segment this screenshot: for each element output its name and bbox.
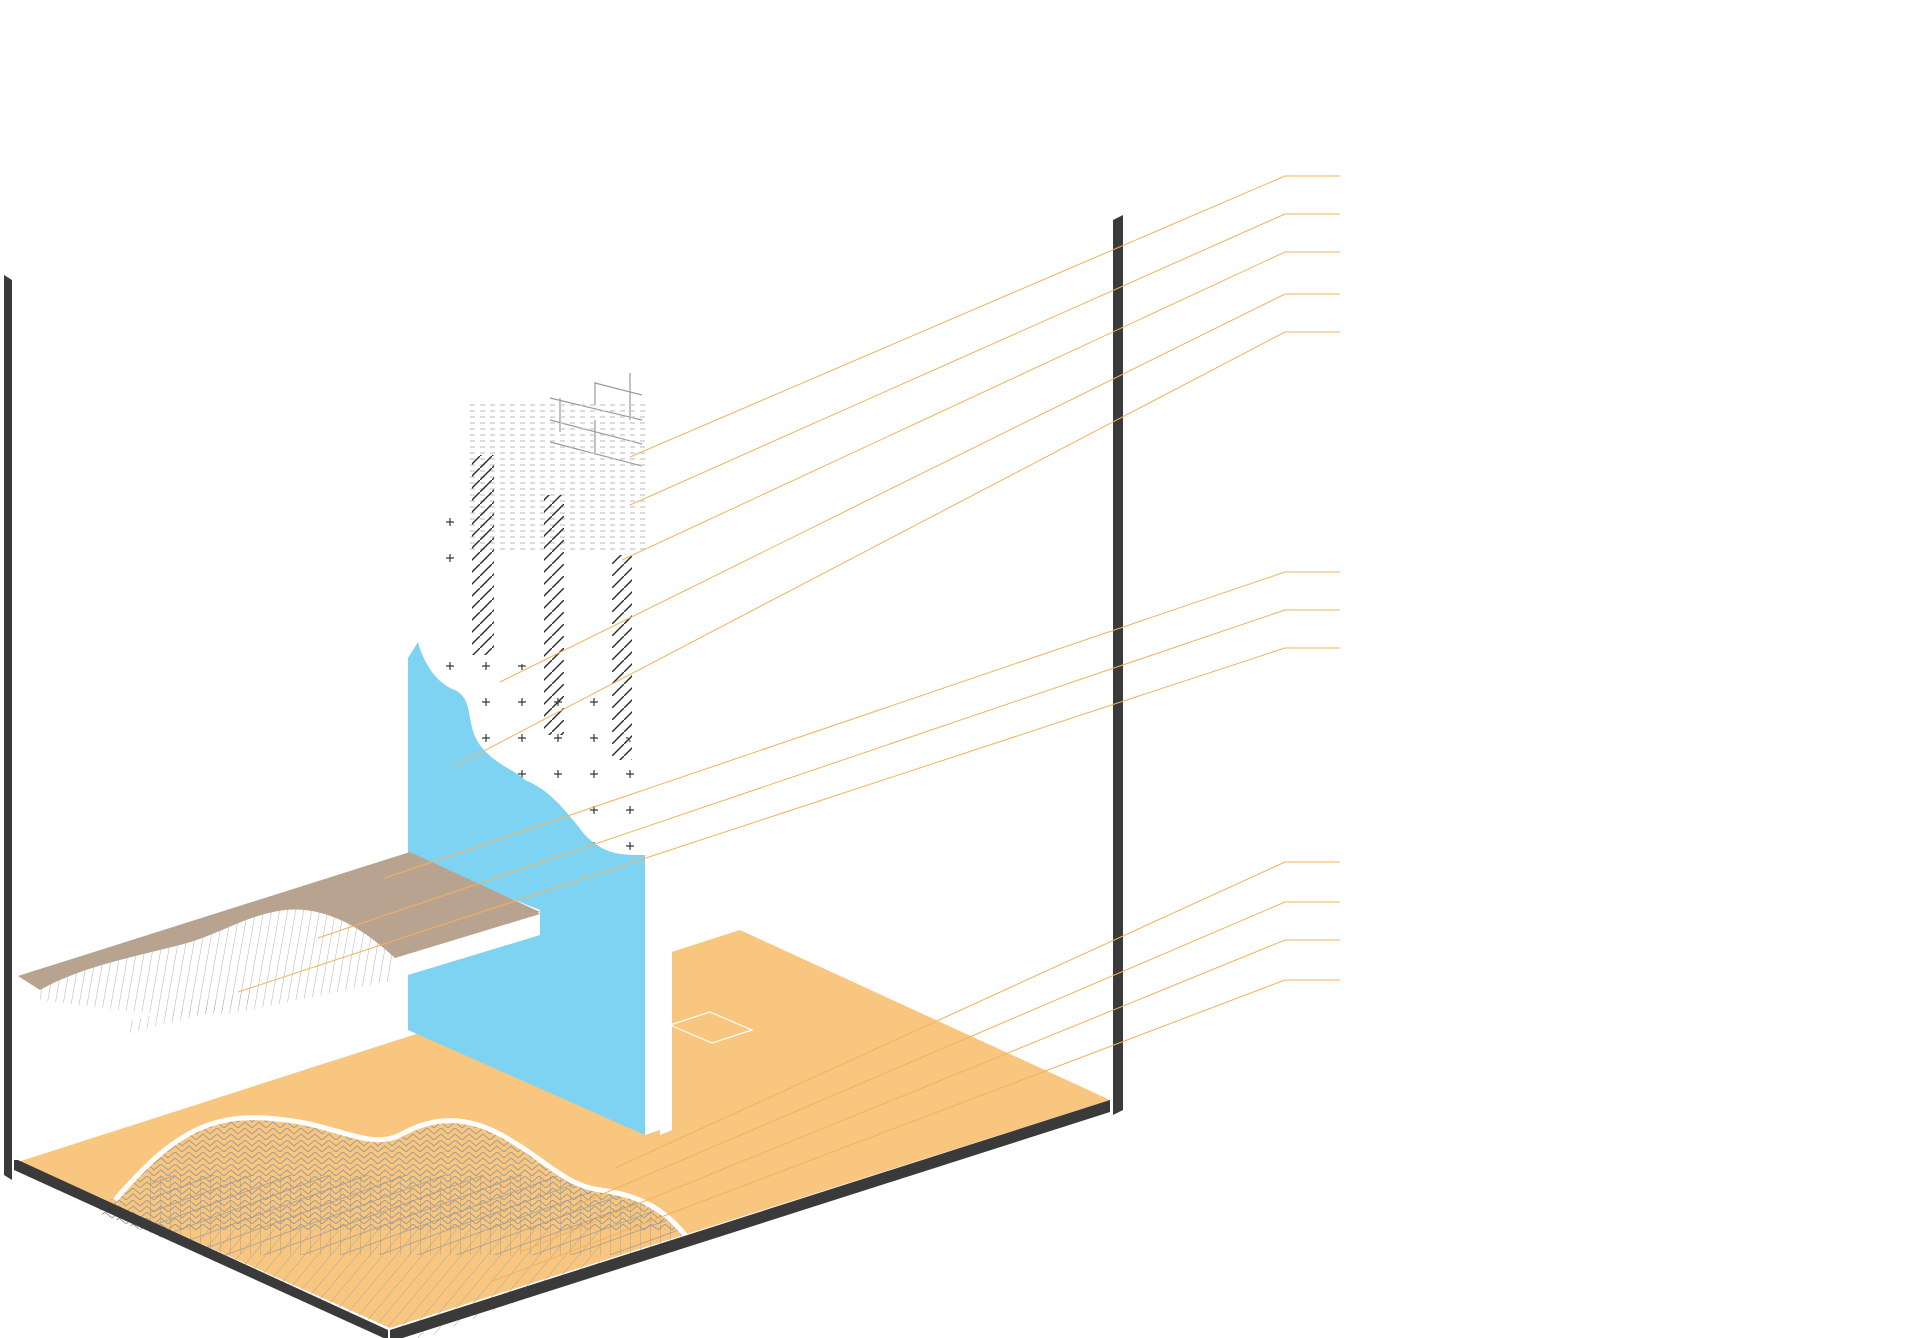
floor-edge-left xyxy=(14,1160,388,1338)
wall-plane xyxy=(408,642,645,1135)
leader-line-5 xyxy=(454,331,1340,767)
leader-line-1 xyxy=(629,175,1340,458)
leader-line-7 xyxy=(317,609,1340,939)
leader-line-6 xyxy=(384,571,1340,879)
diagonal-hatch-layer xyxy=(472,455,632,760)
wall-right-lip xyxy=(660,945,672,1135)
shelf-top-main xyxy=(18,854,540,990)
cross-pattern-layer xyxy=(418,492,645,855)
leader-line-9 xyxy=(614,861,1340,1169)
leader-line-2 xyxy=(629,213,1340,506)
leader-line-8 xyxy=(237,647,1340,993)
shelf-underside xyxy=(125,990,255,1034)
leader-line-3 xyxy=(621,251,1340,561)
shelf-hatch xyxy=(40,909,395,1015)
floor-marker xyxy=(668,1011,754,1044)
wall-side-edge xyxy=(645,855,660,1135)
leader-line-11 xyxy=(519,939,1340,1253)
leader-line-10 xyxy=(569,901,1340,1209)
leader-line-4 xyxy=(499,293,1340,683)
floor-edge-right xyxy=(390,1100,1110,1338)
right-frame-post xyxy=(1113,215,1123,1115)
leader-line-12 xyxy=(489,979,1340,1283)
leader-lines xyxy=(237,175,1340,1283)
left-frame-post xyxy=(4,275,12,1180)
